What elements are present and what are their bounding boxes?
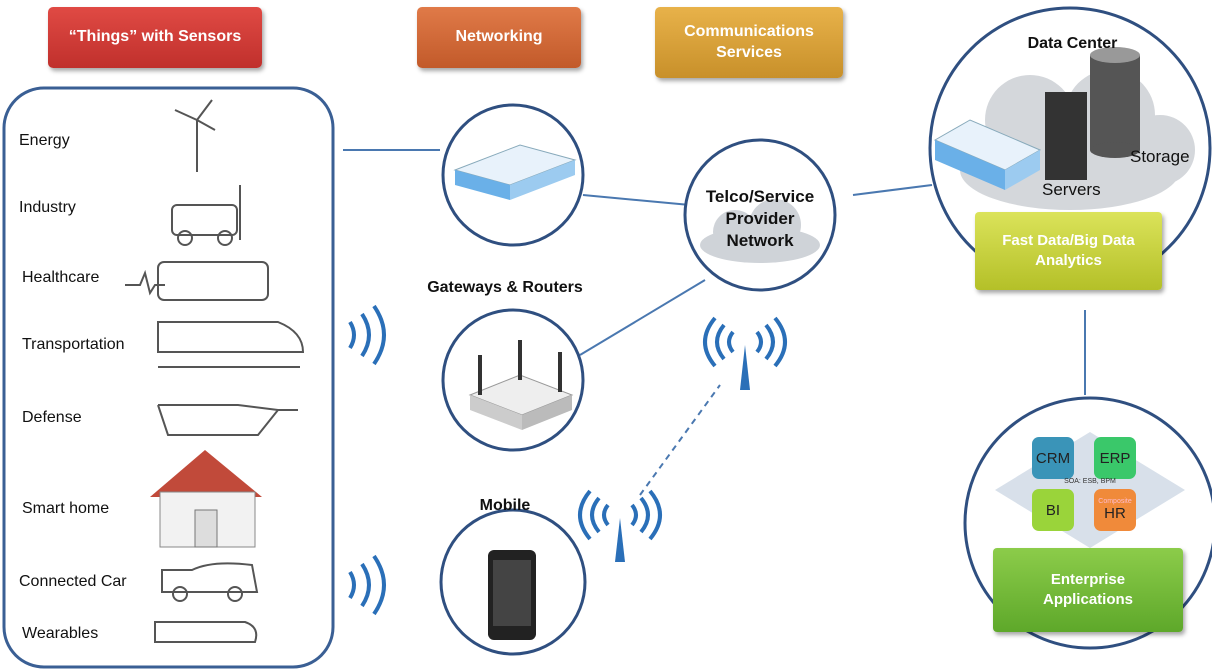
gateways-label: Gateways & Routers [427,279,583,296]
storage-label: Storage [1130,147,1190,166]
thing-industry: Industry [19,199,76,216]
router-icon [453,144,577,200]
crm-tile: CRM [1032,437,1074,479]
forklift-icon [171,204,238,236]
servers-label: Servers [1042,180,1101,199]
thing-energy: Energy [19,132,70,149]
hr-sub-label: Composite [1098,498,1132,505]
mobile-label: Mobile [479,497,531,514]
enterprise-apps-box: Enterprise Applications [993,548,1183,632]
bi-tile: BI [1032,489,1074,531]
cloud-icon [700,199,820,263]
thing-icons [125,99,305,643]
things-panel [2,86,335,669]
antenna-icon [615,518,625,562]
thing-transportation: Transportation [22,336,125,353]
house-icon [150,450,262,548]
things-header: “Things” with Sensors [48,7,262,68]
antenna-icon [740,345,750,390]
analytics-box: Fast Data/Big Data Analytics [975,212,1162,290]
wearable-icon [154,621,258,643]
thing-connected-car: Connected Car [19,573,127,590]
train-icon [157,321,305,353]
switch-icon [933,119,1042,190]
networking-header: Networking [417,7,581,68]
datacenter-title: Data Center [1027,35,1118,52]
thing-defense: Defense [22,409,82,426]
thing-healthcare: Healthcare [22,269,100,286]
communications-header: Communications Services [655,7,843,78]
erp-tile: ERP [1094,437,1136,479]
ambulance-icon [157,261,269,301]
thing-smart-home: Smart home [22,500,110,517]
hr-label: HR [1104,505,1126,522]
connection-lines [343,149,1086,496]
wireless-signal-icons [348,304,787,616]
storage-icon [1090,47,1140,158]
wifi-router-icon [468,340,574,430]
car-icon [161,562,259,593]
telco-label: Telco/Service Provider Network [705,187,815,251]
soa-label: SOA: ESB, BPM [1064,478,1116,485]
servers-icon [1045,92,1087,180]
thing-wearables: Wearables [22,625,99,642]
tank-icon [157,404,298,436]
